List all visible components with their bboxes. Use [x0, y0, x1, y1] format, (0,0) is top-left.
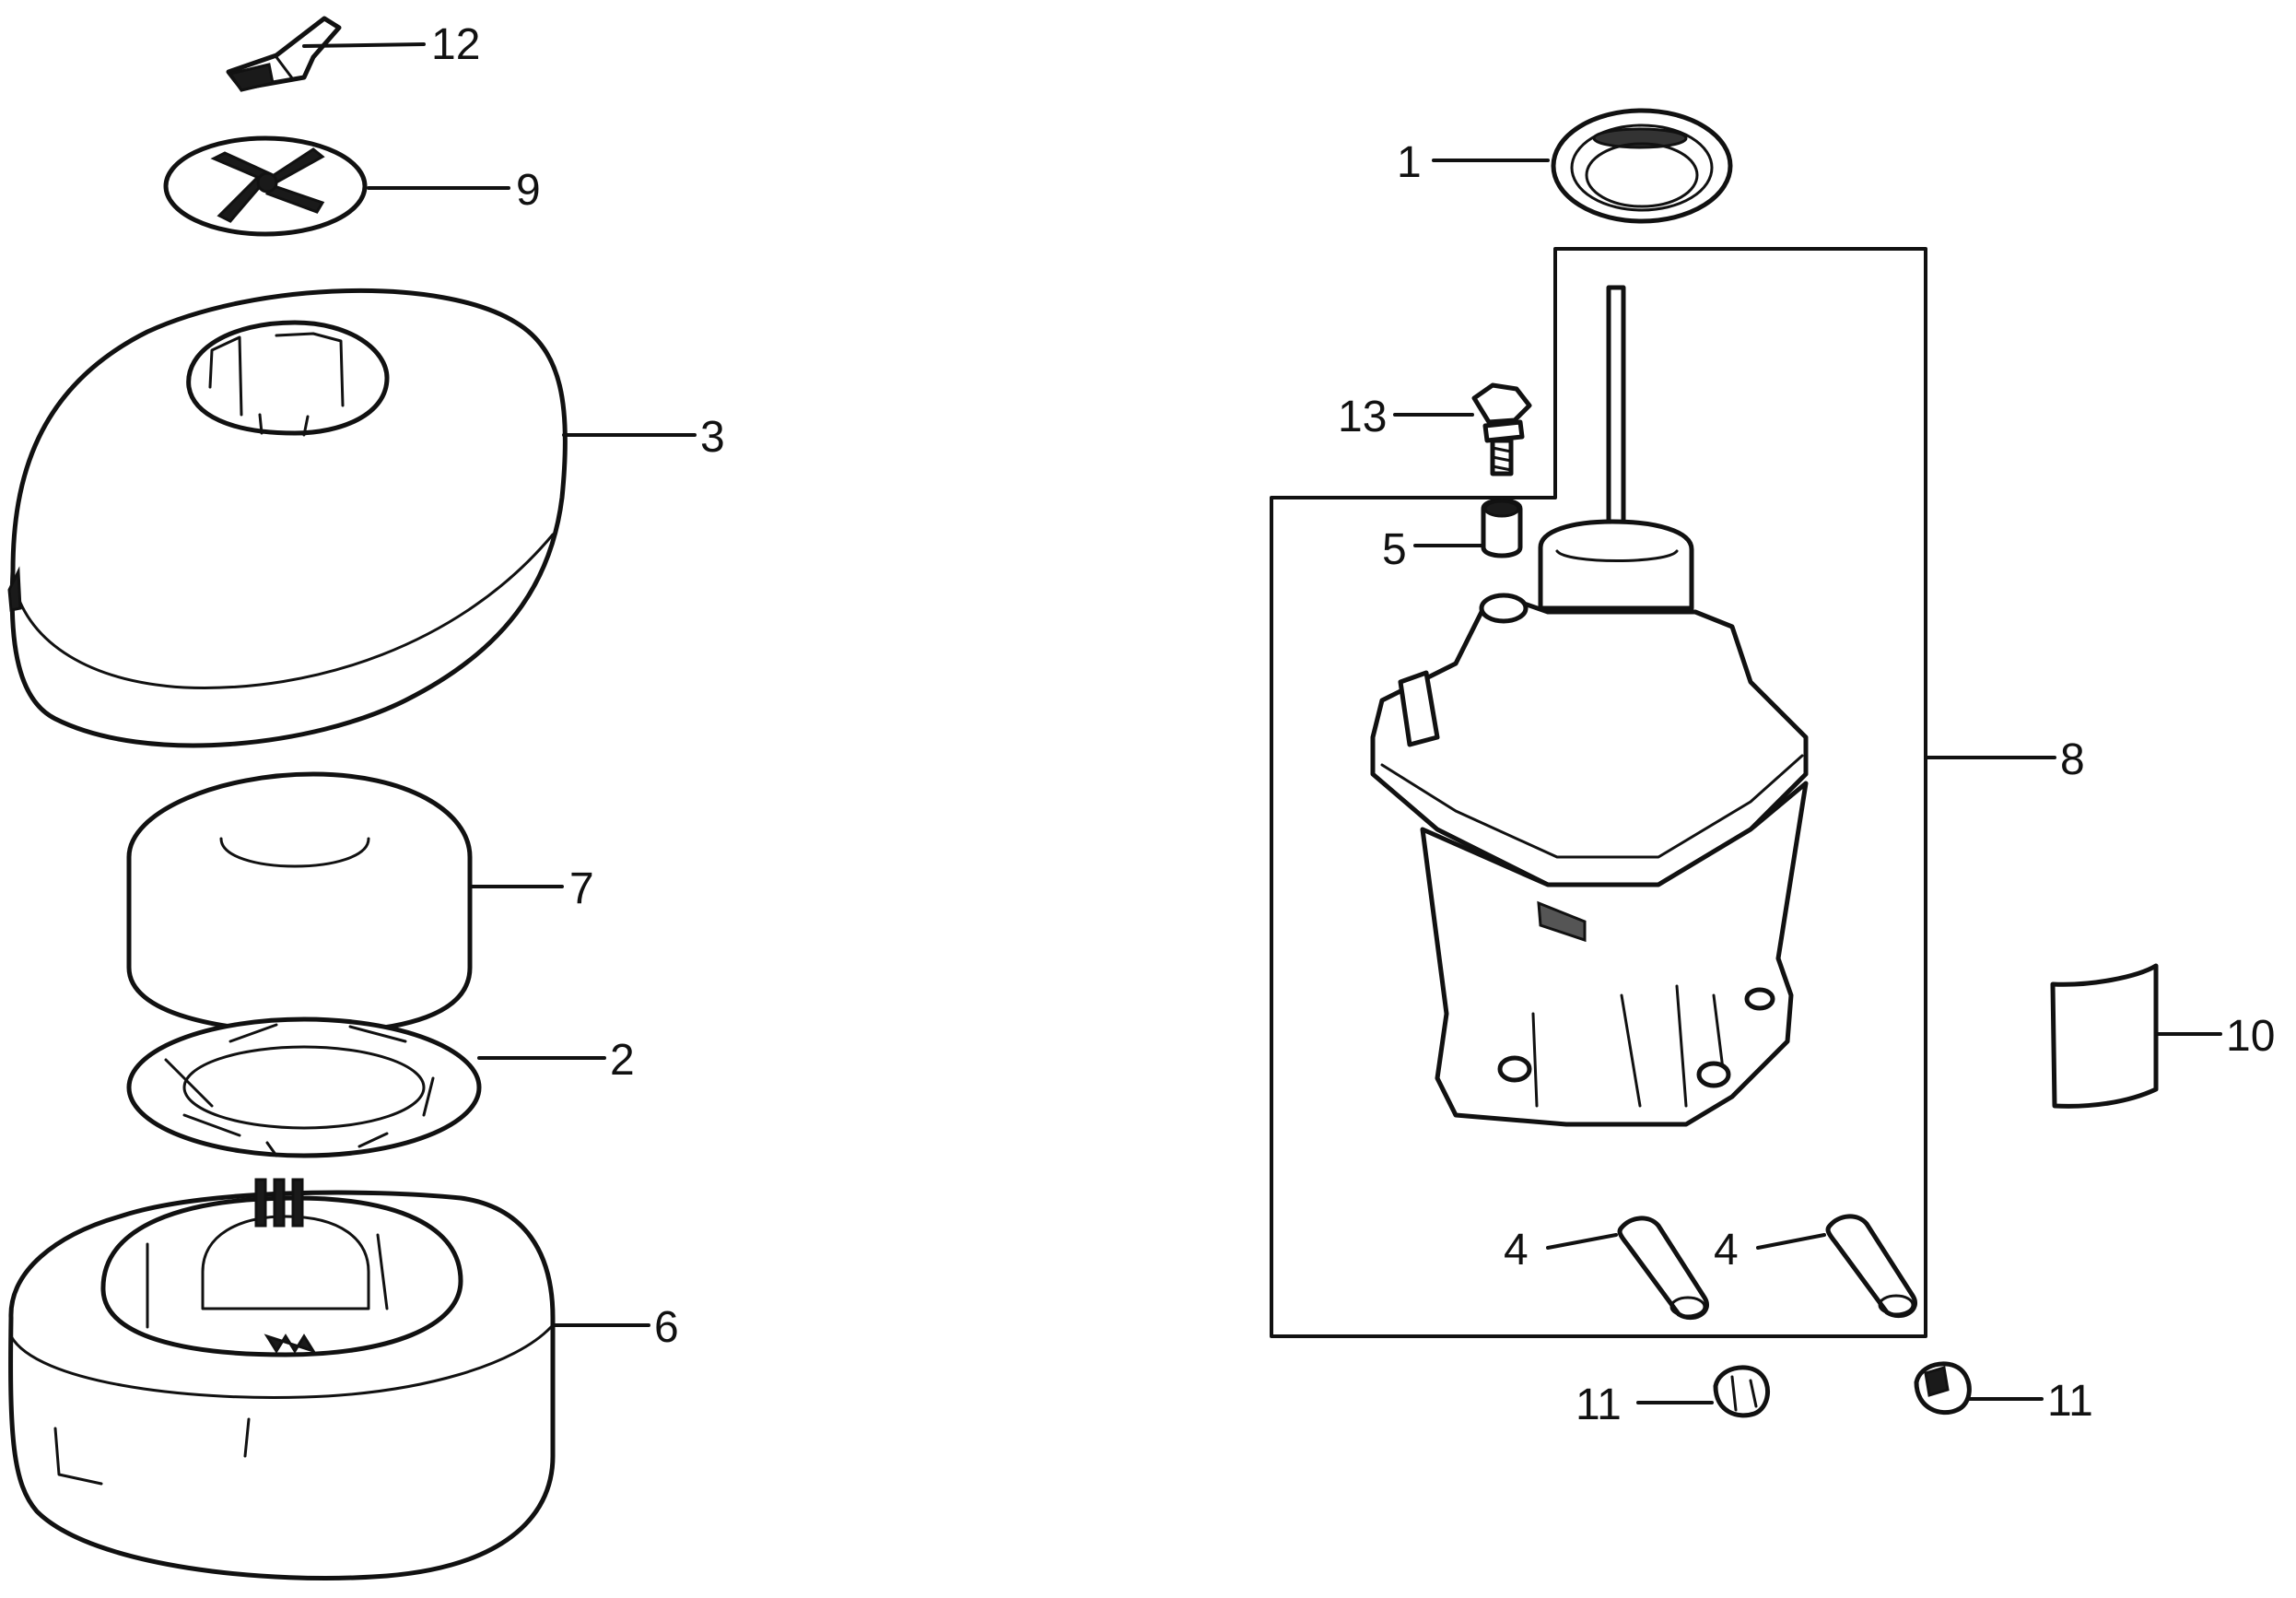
callout-11b: 11: [2047, 1377, 2093, 1426]
cap-part-9: [163, 135, 368, 237]
foam-element-part-7: [126, 771, 473, 1035]
callout-5: 5: [1382, 525, 1407, 574]
callout-4b: 4: [1714, 1226, 1739, 1275]
plate-part-10: [2050, 963, 2159, 1109]
callout-12: 12: [431, 20, 480, 69]
callout-4a: 4: [1504, 1226, 1529, 1275]
cap-nut-part-11a: [1713, 1365, 1770, 1418]
collar-part-5: [1481, 498, 1523, 558]
wing-nut-part-12: [226, 16, 342, 92]
leader-line-4b: [1756, 1233, 1826, 1250]
air-cleaner-cover-part-3: [7, 288, 568, 748]
air-cleaner-case-part-6: [8, 1178, 556, 1580]
callout-11a: 11: [1576, 1381, 1622, 1429]
callout-2: 2: [610, 1036, 635, 1085]
callout-9: 9: [516, 166, 541, 215]
leader-line-4a: [1546, 1233, 1618, 1250]
seal-ring-part-1: [1551, 108, 1733, 224]
cap-nut-part-11b: [1914, 1361, 1972, 1416]
dowel-pin-part-4b: [1825, 1214, 1917, 1319]
callout-10: 10: [2226, 1012, 2275, 1061]
callout-8: 8: [2060, 735, 2085, 784]
element-grid-part-2: [126, 1016, 482, 1158]
housing-part-8: [1370, 285, 1809, 1127]
callout-13: 13: [1338, 393, 1387, 441]
leader-line-12: [302, 42, 426, 48]
dowel-pin-part-4a: [1617, 1216, 1709, 1321]
bolt-part-13: [1471, 382, 1532, 476]
callout-7: 7: [569, 864, 594, 913]
assembly-bracket-part-8: [1270, 247, 1927, 1338]
callout-3: 3: [700, 413, 725, 462]
callout-6: 6: [654, 1303, 679, 1352]
callout-1: 1: [1397, 138, 1422, 187]
